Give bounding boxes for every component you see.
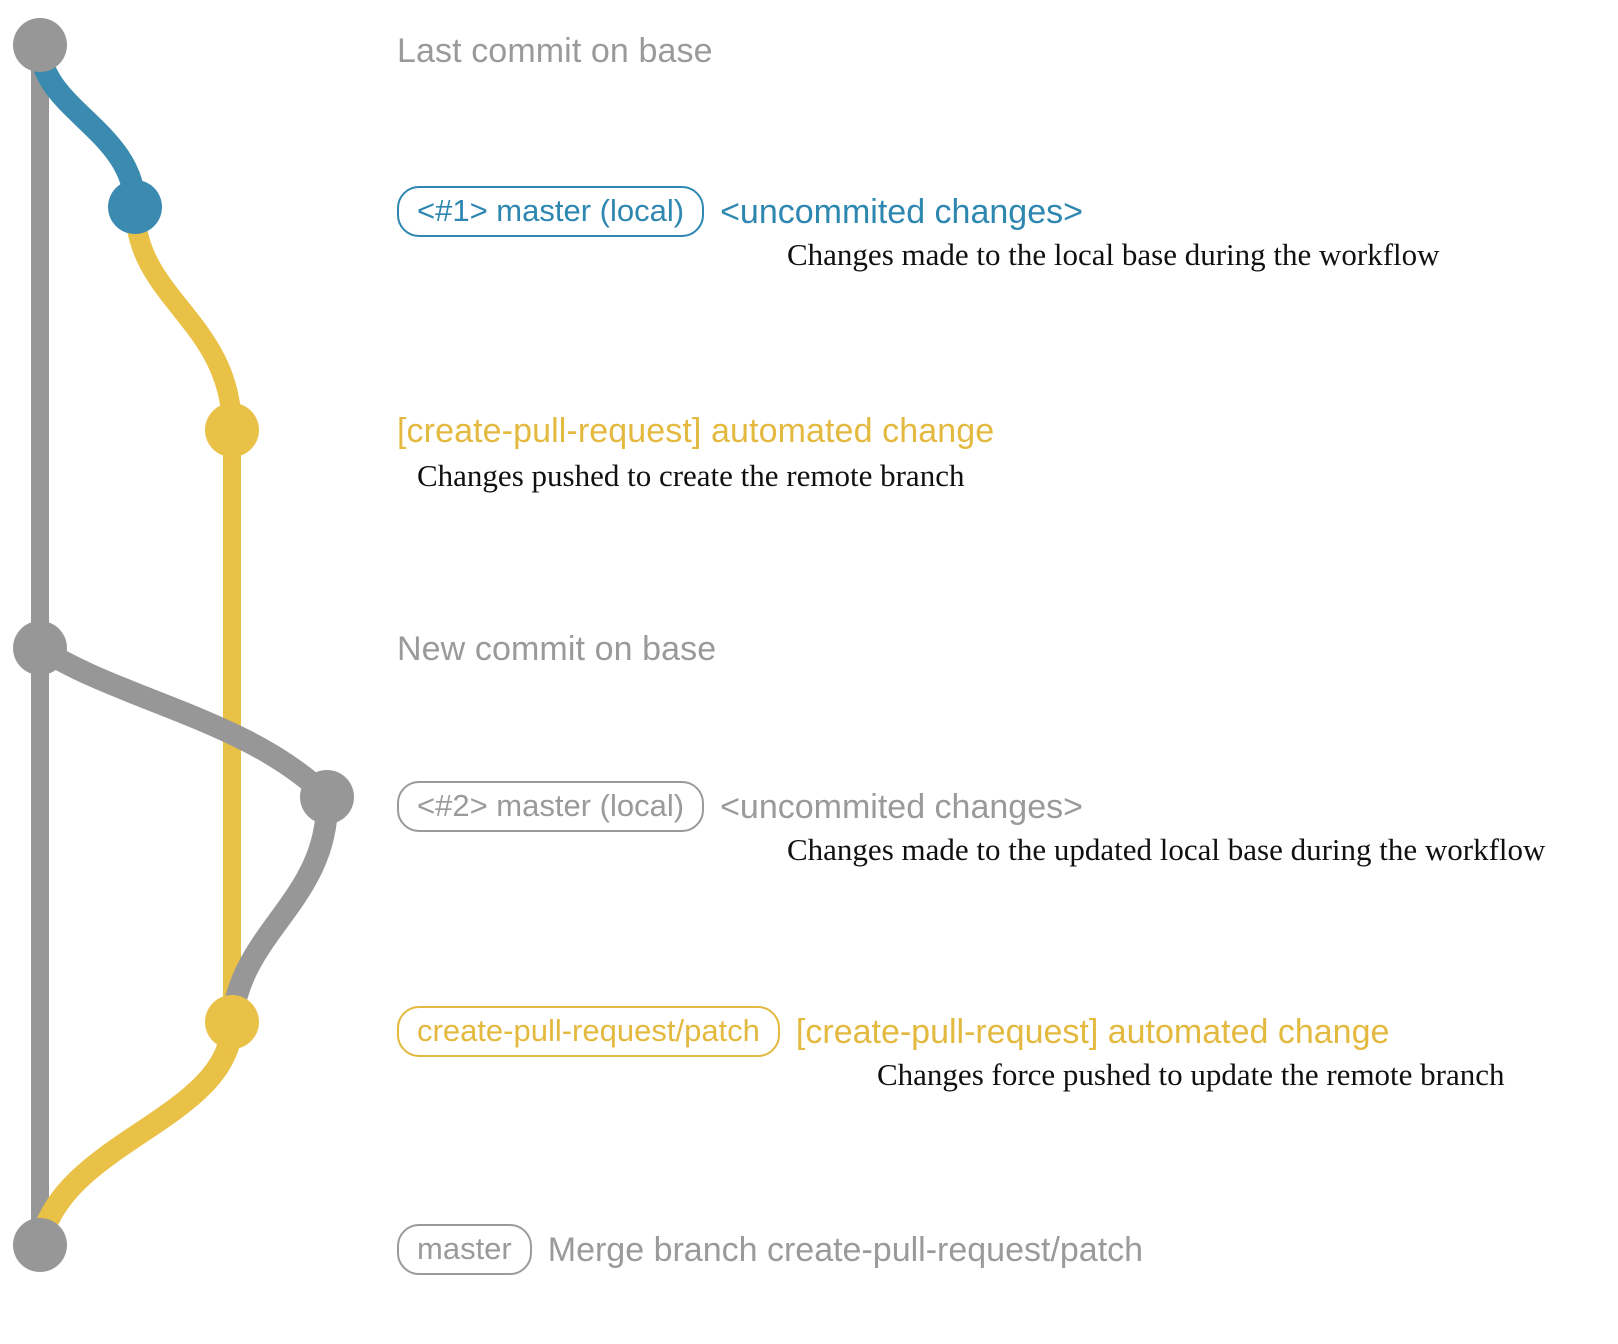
commit-entry-automated-change-2: create-pull-request/patch [create-pull-r… — [397, 1006, 1389, 1057]
branch-chip-master[interactable]: master — [397, 1224, 532, 1275]
commit-entry-merge-commit: master Merge branch create-pull-request/… — [397, 1224, 1143, 1275]
commit-entry-master-local-2: <#2> master (local) <uncommited changes> — [397, 781, 1083, 832]
commit-headline: [create-pull-request] automated change — [397, 412, 995, 450]
commit-node-master-local-2[interactable] — [300, 770, 354, 824]
commit-node-merge-commit[interactable] — [13, 1218, 67, 1272]
commit-description-master-local-1: Changes made to the local base during th… — [787, 237, 1440, 272]
commit-graph — [13, 18, 354, 1272]
commit-node-last-commit-on-base[interactable] — [13, 18, 67, 72]
branch-chip-master-local-2[interactable]: <#2> master (local) — [397, 781, 705, 832]
commit-subject: <uncommited changes> — [720, 192, 1083, 231]
local-branch-line-2 — [29, 637, 338, 808]
commit-entry-last-commit-on-base: Last commit on base — [397, 34, 713, 68]
branch-chip-create-pull-request-patch[interactable]: create-pull-request/patch — [397, 1006, 780, 1057]
patch-merge-line — [29, 1011, 243, 1256]
commit-description-automated-change-2: Changes force pushed to update the remot… — [877, 1057, 1505, 1092]
commit-chip-line: master Merge branch create-pull-request/… — [397, 1224, 1143, 1275]
patch-branch-line-1 — [125, 197, 242, 440]
commit-node-new-commit-on-base[interactable] — [13, 621, 67, 675]
commit-entry-new-commit-on-base: New commit on base — [397, 632, 716, 666]
local-to-patch-line — [221, 786, 339, 1033]
commit-chip-line: create-pull-request/patch [create-pull-r… — [397, 1006, 1389, 1057]
commit-chip-line: <#2> master (local) <uncommited changes> — [397, 781, 1083, 832]
commit-description-automated-change-1: Changes pushed to create the remote bran… — [417, 458, 965, 493]
commit-node-automated-change-1[interactable] — [205, 403, 259, 457]
commit-chip-line: <#1> master (local) <uncommited changes> — [397, 186, 1083, 237]
commit-headline: Last commit on base — [397, 32, 713, 70]
commit-entry-master-local-1: <#1> master (local) <uncommited changes> — [397, 186, 1083, 237]
commit-subject: [create-pull-request] automated change — [795, 1012, 1390, 1051]
commit-node-automated-change-2[interactable] — [205, 995, 259, 1049]
commit-node-master-local-1[interactable] — [108, 180, 162, 234]
branch-chip-master-local-1[interactable]: <#1> master (local) — [397, 186, 705, 237]
local-branch-line-1 — [29, 34, 146, 218]
commit-subject: <uncommited changes> — [720, 787, 1083, 826]
commit-description-master-local-2: Changes made to the updated local base d… — [787, 832, 1546, 867]
commit-entry-automated-change-1: [create-pull-request] automated change — [397, 414, 994, 448]
commit-subject: Merge branch create-pull-request/patch — [547, 1230, 1144, 1269]
commit-headline: New commit on base — [397, 630, 717, 668]
